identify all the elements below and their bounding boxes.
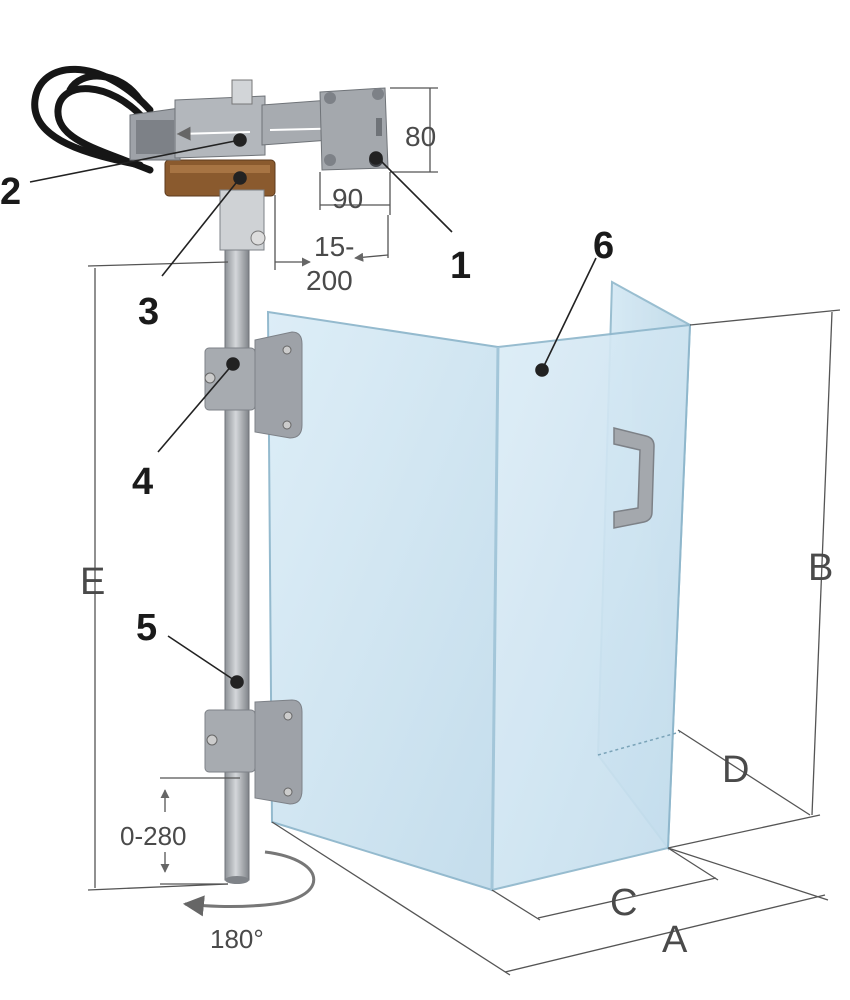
dim-a-label: A	[662, 919, 688, 961]
dim-d-label: D	[722, 749, 749, 791]
support-pole	[224, 239, 250, 884]
callout-3: 3	[138, 291, 159, 333]
glass-shield	[266, 280, 692, 892]
callout-2: 2	[0, 171, 21, 213]
dim-15-200-label-bottom: 200	[306, 265, 353, 296]
callout-4: 4	[132, 461, 153, 503]
cable-coil	[31, 65, 154, 174]
rotary-bearing	[164, 159, 276, 251]
callout-5: 5	[136, 607, 157, 649]
dim-180-label: 180°	[210, 924, 264, 954]
lower-hinge-bracket	[204, 699, 303, 805]
callout-1: 1	[450, 245, 471, 287]
dimension-lines	[87, 87, 841, 976]
dim-c-label: C	[610, 882, 637, 924]
dim-90-label: 90	[332, 183, 363, 214]
shield-handle[interactable]	[613, 427, 655, 529]
dim-80-label: 80	[405, 121, 436, 152]
dim-b-label: B	[808, 547, 833, 589]
callout-leaders	[29, 133, 597, 689]
dim-15-200-label-top: 15-	[314, 231, 354, 262]
upper-hinge-bracket	[204, 331, 303, 439]
dim-0-280-label: 0-280	[120, 821, 187, 851]
callout-6: 6	[593, 225, 614, 267]
glass-front-panel	[490, 323, 692, 892]
dim-e-label: E	[80, 561, 105, 603]
